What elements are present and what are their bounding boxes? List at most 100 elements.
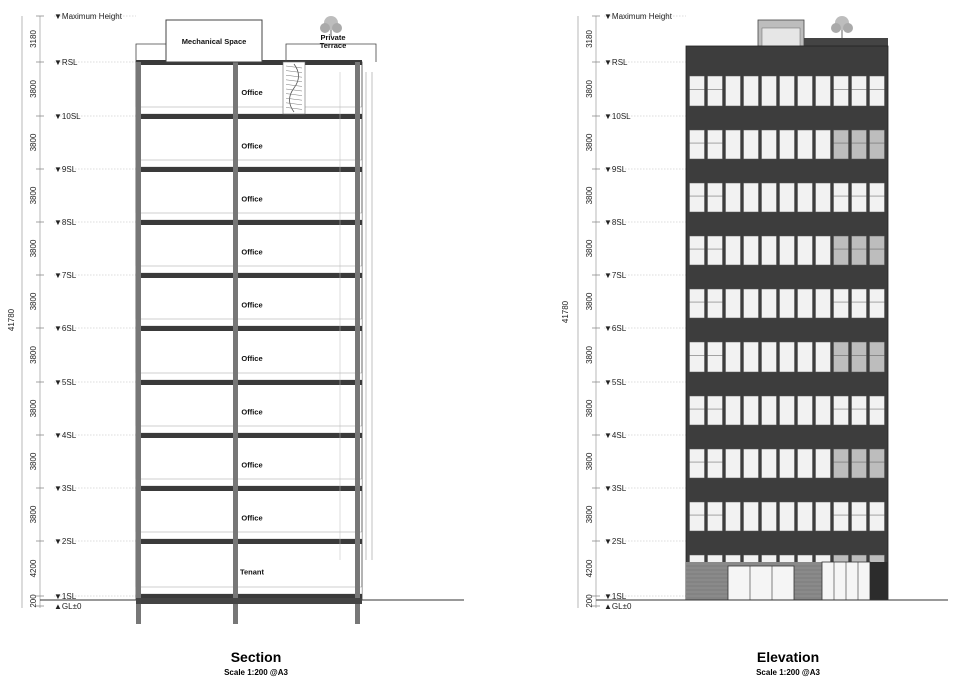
window-pane bbox=[707, 448, 723, 479]
level-label: ▼7SL bbox=[54, 271, 77, 280]
window-pane bbox=[689, 288, 705, 319]
elevation-roof-rail bbox=[804, 38, 888, 46]
window-pane bbox=[815, 501, 831, 532]
level-label: ▼3SL bbox=[54, 484, 77, 493]
window-pane bbox=[815, 448, 831, 479]
dim-value: 3800 bbox=[585, 80, 594, 98]
level-label: ▼1SL bbox=[604, 592, 627, 601]
window-pane bbox=[689, 448, 705, 479]
window-pane bbox=[797, 182, 813, 213]
elevation-ground-cladding bbox=[686, 565, 822, 599]
section-scale: Scale 1:200 @A3 bbox=[224, 668, 288, 677]
ceiling-band bbox=[135, 318, 363, 327]
dim-value: 3800 bbox=[29, 505, 38, 523]
section-column-left bbox=[136, 62, 141, 624]
floor-slab bbox=[136, 433, 362, 438]
window-pane bbox=[725, 235, 741, 266]
window-pane bbox=[833, 341, 849, 373]
window-pane bbox=[761, 235, 777, 266]
dim-value: 3800 bbox=[585, 346, 594, 364]
dim-value: 4200 bbox=[29, 559, 38, 577]
window-pane bbox=[689, 395, 705, 426]
tree-icon bbox=[831, 16, 853, 40]
window-pane bbox=[833, 448, 849, 479]
window-pane bbox=[779, 75, 795, 107]
window-pane bbox=[851, 395, 867, 426]
window-pane bbox=[761, 341, 777, 373]
dim-value: 3180 bbox=[29, 30, 38, 48]
dim-value: 3800 bbox=[585, 452, 594, 470]
window-pane bbox=[689, 129, 705, 160]
window-pane bbox=[761, 182, 777, 213]
window-pane bbox=[707, 341, 723, 373]
level-label: ▼9SL bbox=[54, 165, 77, 174]
window-pane bbox=[707, 235, 723, 266]
elevation-total-height: 41780 bbox=[561, 300, 570, 323]
window-pane bbox=[743, 235, 759, 266]
level-label: ▼8SL bbox=[604, 218, 627, 227]
window-pane bbox=[707, 182, 723, 213]
window-pane bbox=[797, 288, 813, 319]
window-pane bbox=[815, 395, 831, 426]
window-pane bbox=[833, 75, 849, 107]
floor-slab bbox=[136, 594, 362, 599]
window-pane bbox=[851, 341, 867, 373]
dim-value: 3800 bbox=[29, 292, 38, 310]
room-label-terrace-2: Terrace bbox=[320, 41, 347, 50]
window-pane bbox=[761, 395, 777, 426]
dim-value: 3800 bbox=[585, 505, 594, 523]
section-level-labels: ▼Maximum Height▼RSL▼10SL▼9SL▼8SL▼7SL▼6SL… bbox=[54, 12, 123, 611]
window-pane bbox=[725, 501, 741, 532]
window-pane bbox=[725, 288, 741, 319]
window-pane bbox=[869, 129, 885, 160]
section-level-lines bbox=[54, 15, 136, 597]
window-pane bbox=[743, 75, 759, 107]
level-label: ▼5SL bbox=[54, 378, 77, 387]
section-total-height: 41780 bbox=[7, 308, 16, 331]
window-pane bbox=[833, 235, 849, 266]
dim-value: 3800 bbox=[29, 346, 38, 364]
ceiling-band bbox=[135, 265, 363, 274]
dim-value: 3800 bbox=[585, 186, 594, 204]
elevation-dimensions: 3180380038003800380038003800380038003800… bbox=[585, 15, 600, 608]
spiral-stair-icon bbox=[282, 61, 306, 115]
ceiling-band bbox=[135, 106, 363, 115]
window-pane bbox=[725, 129, 741, 160]
window-pane bbox=[725, 395, 741, 426]
window-pane bbox=[833, 501, 849, 532]
elevation-side-door bbox=[821, 561, 888, 601]
elevation-entrance bbox=[727, 565, 795, 601]
window-pane bbox=[851, 182, 867, 213]
level-label: ▼7SL bbox=[604, 271, 627, 280]
window-pane bbox=[689, 182, 705, 213]
dim-value: 3180 bbox=[585, 30, 594, 48]
window-pane bbox=[743, 341, 759, 373]
window-pane bbox=[779, 288, 795, 319]
floor-slab bbox=[136, 486, 362, 491]
window-pane bbox=[761, 288, 777, 319]
section-title: Section bbox=[231, 649, 282, 665]
elevation-title: Elevation bbox=[757, 649, 819, 665]
dim-value: 4200 bbox=[585, 559, 594, 577]
room-label-tenant: Tenant bbox=[240, 568, 265, 577]
window-pane bbox=[797, 129, 813, 160]
window-pane bbox=[743, 448, 759, 479]
room-label-office: Office bbox=[241, 195, 262, 204]
window-pane bbox=[707, 75, 723, 107]
dim-value: 3800 bbox=[29, 452, 38, 470]
window-pane bbox=[761, 448, 777, 479]
window-pane bbox=[851, 75, 867, 107]
level-label: ▼2SL bbox=[54, 537, 77, 546]
level-label: ▼2SL bbox=[604, 537, 627, 546]
dim-value: 3800 bbox=[29, 239, 38, 257]
elevation-scale: Scale 1:200 @A3 bbox=[756, 668, 820, 677]
section-building: OfficeOfficeOfficeOfficeOfficeOfficeOffi… bbox=[40, 16, 464, 624]
window-pane bbox=[869, 501, 885, 532]
window-pane bbox=[797, 341, 813, 373]
window-pane bbox=[833, 182, 849, 213]
level-label: ▼4SL bbox=[604, 431, 627, 440]
level-label: ▼6SL bbox=[54, 324, 77, 333]
window-pane bbox=[869, 235, 885, 266]
floor-slab bbox=[136, 326, 362, 331]
ceiling-band bbox=[135, 478, 363, 487]
